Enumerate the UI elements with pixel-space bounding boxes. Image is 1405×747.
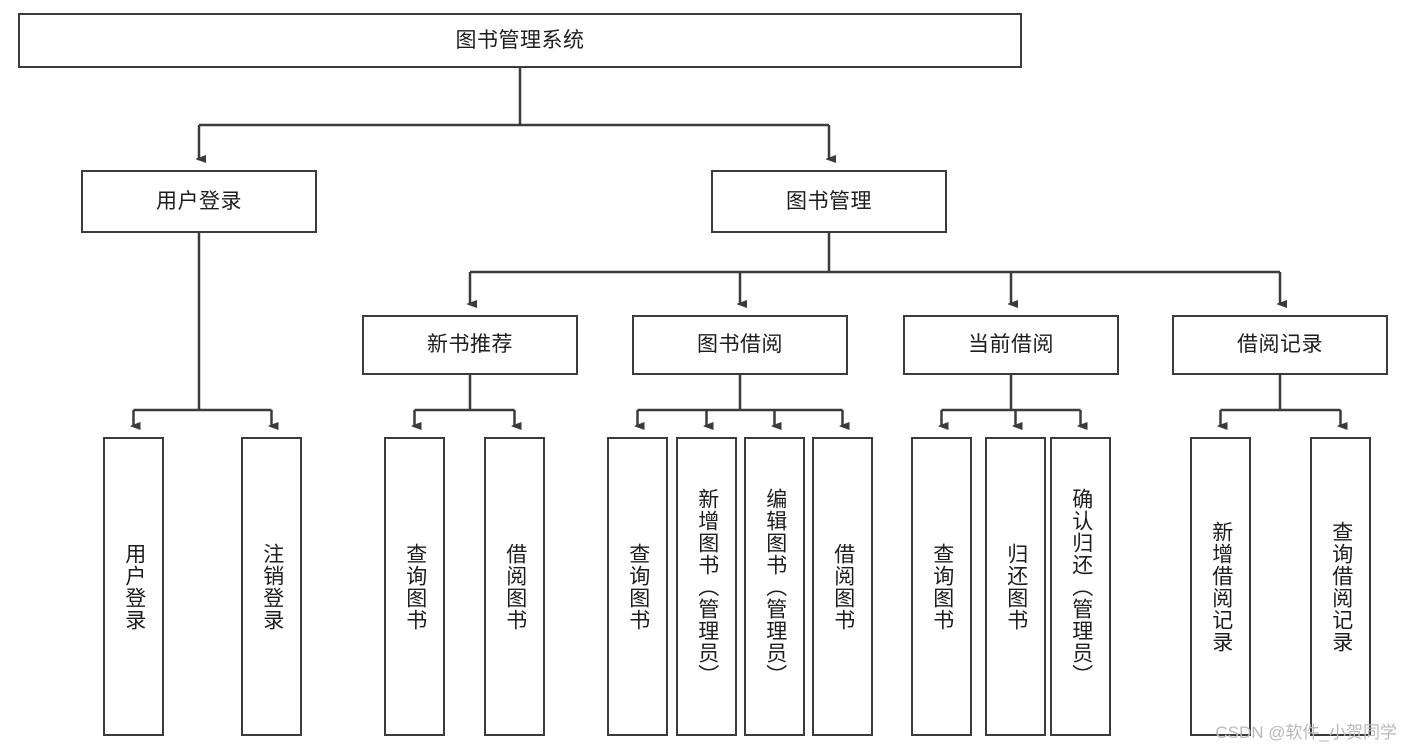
leaf-edit-book-admin[interactable]: 编辑图书（管理员） bbox=[744, 437, 805, 736]
leaf-label: 编辑图书（管理员） bbox=[763, 487, 787, 686]
leaf-label: 查询图书 bbox=[930, 542, 954, 631]
node-book-manage[interactable]: 图书管理 bbox=[711, 170, 947, 233]
leaf-label: 新增借阅记录 bbox=[1209, 520, 1233, 653]
leaf-add-book-admin[interactable]: 新增图书（管理员） bbox=[676, 437, 737, 736]
node-book-borrow[interactable]: 图书借阅 bbox=[632, 315, 848, 375]
leaf-confirm-return-admin[interactable]: 确认归还（管理员） bbox=[1050, 437, 1111, 736]
leaf-label: 查询图书 bbox=[626, 542, 650, 631]
leaf-borrow-book-1[interactable]: 借阅图书 bbox=[484, 437, 545, 736]
leaf-borrow-book-2[interactable]: 借阅图书 bbox=[812, 437, 873, 736]
leaf-label: 借阅图书 bbox=[503, 542, 527, 631]
leaf-label: 查询借阅记录 bbox=[1329, 520, 1353, 653]
leaf-query-borrow-record[interactable]: 查询借阅记录 bbox=[1310, 437, 1371, 736]
leaf-query-book-3[interactable]: 查询图书 bbox=[911, 437, 972, 736]
leaf-user-login[interactable]: 用户登录 bbox=[103, 437, 164, 736]
leaf-label: 注销登录 bbox=[260, 542, 284, 631]
node-borrow-record[interactable]: 借阅记录 bbox=[1172, 315, 1388, 375]
leaf-label: 用户登录 bbox=[122, 542, 146, 631]
leaf-add-borrow-record[interactable]: 新增借阅记录 bbox=[1190, 437, 1251, 736]
leaf-logout-login[interactable]: 注销登录 bbox=[241, 437, 302, 736]
node-root[interactable]: 图书管理系统 bbox=[18, 13, 1022, 68]
watermark: CSDN @软件_小贺同学 bbox=[1215, 723, 1397, 742]
leaf-label: 归还图书 bbox=[1004, 542, 1028, 631]
leaf-query-book-1[interactable]: 查询图书 bbox=[384, 437, 445, 736]
leaf-return-book[interactable]: 归还图书 bbox=[985, 437, 1046, 736]
node-user-login[interactable]: 用户登录 bbox=[81, 170, 317, 233]
leaf-label: 查询图书 bbox=[403, 542, 427, 631]
leaf-label: 借阅图书 bbox=[831, 542, 855, 631]
leaf-label: 新增图书（管理员） bbox=[695, 487, 719, 686]
leaf-query-book-2[interactable]: 查询图书 bbox=[607, 437, 668, 736]
node-new-book-recommend[interactable]: 新书推荐 bbox=[362, 315, 578, 375]
node-current-borrow[interactable]: 当前借阅 bbox=[903, 315, 1119, 375]
leaf-label: 确认归还（管理员） bbox=[1069, 487, 1093, 686]
